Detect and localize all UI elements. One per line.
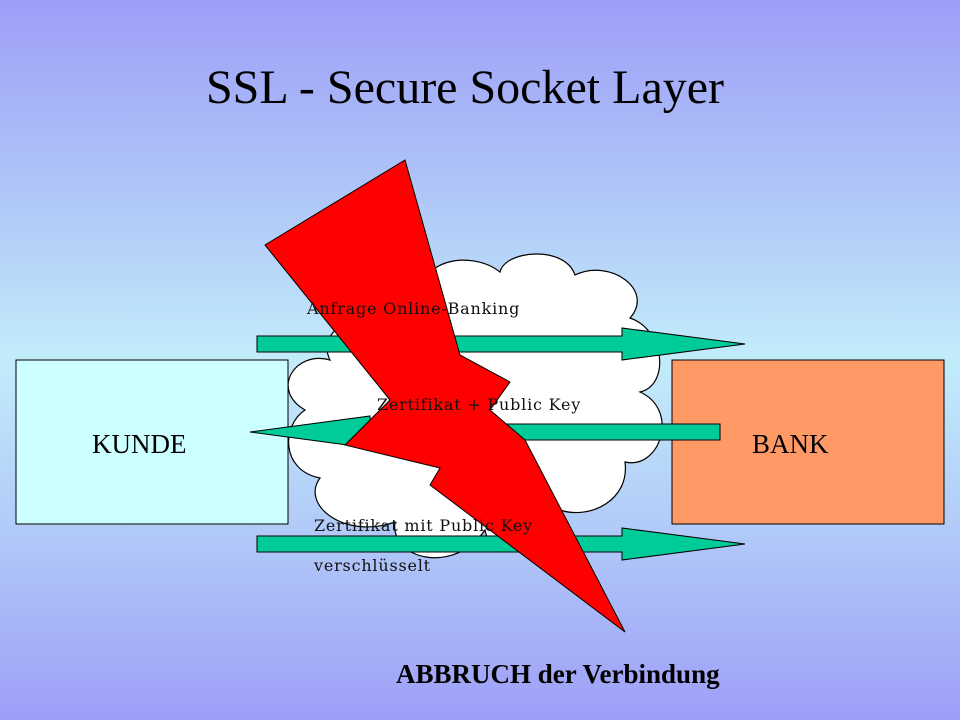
lightning-icon (264, 159, 626, 633)
message-verschluesselt-line1: Zertifikat mit Public Key (314, 516, 533, 535)
connection-abort-label: ABBRUCH der Verbindung (396, 659, 720, 689)
message-zertifikat: Zertifikat + Public Key (377, 395, 582, 414)
arrow-verschluesselt (256, 527, 746, 561)
message-anfrage: Anfrage Online-Banking (307, 299, 521, 318)
bank-label: BANK (752, 429, 829, 459)
kunde-box (15, 359, 289, 525)
bank-box (671, 359, 945, 525)
kunde-label: KUNDE (92, 429, 187, 459)
page-title: SSL - Secure Socket Layer (205, 61, 725, 114)
message-verschluesselt-line2: verschlüsselt (314, 556, 431, 575)
